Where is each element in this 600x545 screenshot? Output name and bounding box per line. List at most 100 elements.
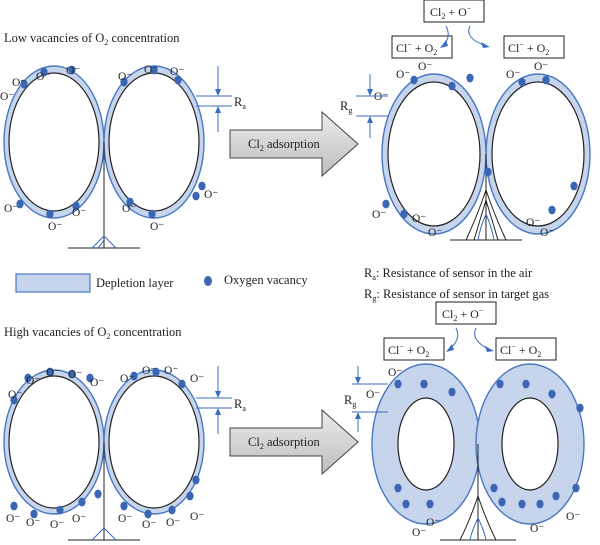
svg-text:Cl2 adsorption: Cl2 adsorption — [248, 137, 320, 153]
ion-label: O⁻ — [190, 373, 204, 385]
ion-label: O⁻ — [566, 511, 580, 523]
svg-text:Cl2 adsorption: Cl2 adsorption — [248, 435, 320, 451]
oxygen-vacancy-dot — [46, 367, 54, 377]
oxygen-vacancy-dot — [426, 499, 434, 509]
ion-label: O⁻ — [164, 365, 178, 377]
oxygen-vacancy-dot — [192, 191, 200, 201]
ion-label: O⁻ — [534, 61, 548, 73]
oxygen-vacancy-dot — [536, 499, 544, 509]
ion-label: O⁻ — [506, 69, 520, 81]
oxygen-vacancy-dot — [40, 67, 48, 77]
oxygen-vacancy-dot — [192, 475, 200, 485]
oxygen-vacancy-dot — [420, 379, 428, 389]
svg-text:Rg: Rg — [340, 99, 352, 115]
depletion-layer-swatch — [15, 273, 91, 293]
ions-bl: O⁻ O⁻ O⁻ O⁻ O⁻ O⁻ O⁻ O⁻ O⁻ O⁻ O⁻ O⁻ O⁻ O… — [6, 365, 204, 531]
reaction-boxes-bottom: Cl2 + O− Cl− + O2 Cl− + O2 — [383, 301, 557, 361]
electrode-br — [440, 444, 516, 541]
svg-text:Ra: Ra — [234, 397, 246, 413]
electrode-tl — [68, 142, 140, 249]
ion-label: O⁻ — [8, 389, 22, 401]
ion-label: O⁻ — [118, 71, 132, 83]
svg-text:Ra: Ra — [234, 95, 246, 111]
ions-tl: O⁻ O⁻ O⁻ O⁻ O⁻ O⁻ O⁻ O⁻ O⁻ O⁻ O⁻ O⁻ O⁻ — [0, 64, 218, 233]
ion-label: O⁻ — [26, 375, 40, 387]
svg-text:Cl− + O2: Cl− + O2 — [500, 342, 541, 359]
oxygen-vacancy-dot — [148, 209, 156, 219]
oxygen-vacancy-dot — [448, 81, 456, 91]
oxygen-vacancy-dot — [144, 509, 152, 519]
ion-label: O⁻ — [150, 221, 164, 233]
oxygen-vacancy-dot — [548, 205, 556, 215]
oxygen-vacancy-dot — [466, 73, 474, 83]
rg-marker-br: Rg — [344, 366, 388, 432]
oxygen-vacancy-dot — [178, 379, 186, 389]
ion-label: O⁻ — [72, 207, 86, 219]
ion-label: O⁻ — [372, 209, 386, 221]
oxygen-vacancy-dot — [400, 209, 408, 219]
ion-label: O⁻ — [388, 367, 402, 379]
oxygen-vacancy-dot — [10, 395, 18, 405]
oxygen-vacancy-dot — [552, 491, 560, 501]
oxygen-vacancy-dot — [570, 181, 578, 191]
oxygen-vacancy-dot — [576, 403, 584, 413]
oxygen-vacancy-dot — [498, 497, 506, 507]
oxygen-vacancy-dot — [548, 389, 556, 399]
grain-tl-left — [3, 65, 105, 219]
adsorption-arrow-top: Cl2 adsorption — [229, 110, 359, 178]
svg-text:Cl2 + O−: Cl2 + O− — [442, 306, 484, 323]
oxygen-vacancy-dot — [496, 379, 504, 389]
ion-label: O⁻ — [366, 389, 380, 401]
ion-label: O⁻ — [418, 61, 432, 73]
ion-label: O⁻ — [530, 523, 544, 535]
oxygen-vacancy-dot — [484, 167, 492, 177]
svg-text:Cl2 + O−: Cl2 + O− — [430, 4, 472, 21]
oxygen-vacancy-dot — [518, 499, 526, 509]
grain-bl-left — [3, 369, 105, 515]
oxygen-vacancy-dot — [174, 75, 182, 85]
oxygen-vacancy-dot — [10, 501, 18, 511]
ion-label: O⁻ — [190, 511, 204, 523]
ion-label: O⁻ — [72, 513, 86, 525]
ion-label: O⁻ — [46, 367, 60, 379]
oxygen-vacancy-dot — [522, 379, 530, 389]
svg-text:Cl− + O2: Cl− + O2 — [388, 342, 429, 359]
high-vacancy-title: High vacancies of O2 concentration — [4, 325, 182, 341]
ion-label: O⁻ — [142, 365, 156, 377]
ion-label: O⁻ — [374, 91, 388, 103]
oxygen-vacancy-dot — [46, 209, 54, 219]
ion-label: O⁻ — [90, 377, 104, 389]
ion-label: O⁻ — [170, 66, 184, 78]
ra-marker-bl: Ra — [196, 366, 246, 434]
reaction-boxes-top: Cl2 + O− Cl− + O2 Cl− + O2 — [391, 0, 565, 59]
grain-tl-right — [103, 65, 205, 219]
grain-tr-right — [485, 73, 591, 235]
ion-label: O⁻ — [142, 519, 156, 531]
legend-depletion-label: Depletion layer — [96, 276, 174, 290]
oxygen-vacancy-dot — [186, 491, 194, 501]
low-vacancy-title: Low vacancies of O2 concentration — [4, 31, 180, 47]
grain-br-right — [475, 363, 585, 525]
grain-bl-right — [103, 369, 205, 515]
oxygen-vacancy-dot — [382, 199, 390, 209]
ion-label: O⁻ — [540, 227, 554, 239]
ion-label: O⁻ — [26, 517, 40, 529]
oxygen-vacancy-dot — [72, 201, 80, 211]
oxygen-vacancy-dot — [518, 77, 526, 87]
oxygen-vacancy-dot — [68, 369, 76, 379]
oxygen-vacancy-dot — [168, 505, 176, 515]
oxygen-vacancy-dot — [130, 371, 138, 381]
oxygen-vacancy-dot — [150, 65, 158, 75]
ion-label: O⁻ — [4, 203, 18, 215]
vacancies-br — [394, 379, 584, 509]
svg-text:Cl− + O2: Cl− + O2 — [396, 40, 437, 57]
ion-label: O⁻ — [6, 513, 20, 525]
ion-label: O⁻ — [118, 513, 132, 525]
ra-marker-tl: Ra — [196, 66, 246, 132]
oxygen-vacancy-dot — [394, 483, 402, 493]
oxygen-vacancy-dot — [448, 387, 456, 397]
oxygen-vacancy-dot — [410, 75, 418, 85]
oxygen-vacancy-dot — [572, 483, 580, 493]
oxygen-vacancy-dot — [402, 499, 410, 509]
